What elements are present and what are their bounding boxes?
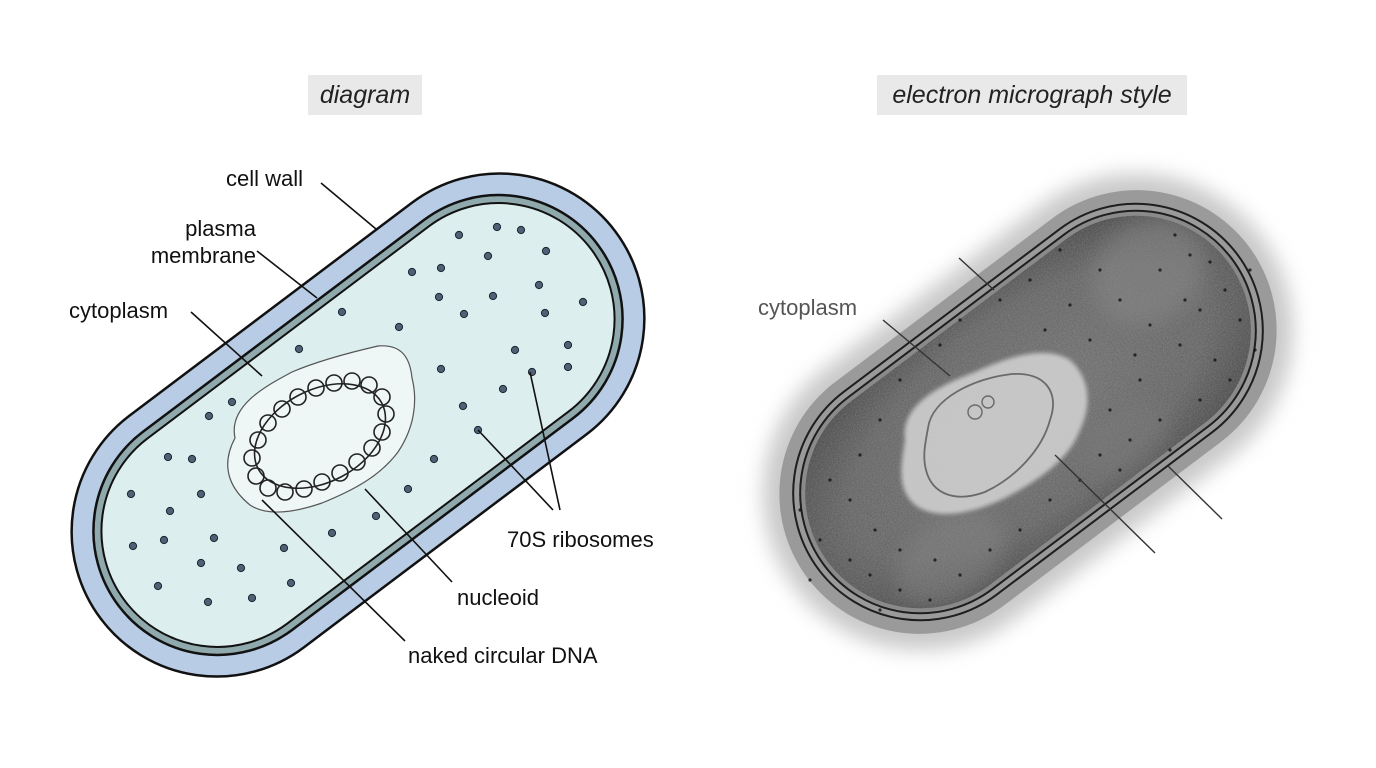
micrograph-dna-loops (967, 395, 995, 420)
nucleoid-region (227, 345, 416, 513)
micrograph-panel-title: electron micrograph style (877, 75, 1187, 115)
label-nucleoid: nucleoid (457, 585, 539, 610)
label-plasma-line2: membrane (150, 243, 256, 268)
label-plasma-membrane: plasma membrane (132, 215, 256, 269)
ribosomes (126, 222, 588, 607)
naked-circular-dna (243, 372, 395, 501)
label-cytoplasm: cytoplasm (69, 298, 169, 323)
diagram-panel-title: diagram (308, 75, 422, 115)
label-cytoplasm-micrograph: cytoplasm (758, 295, 858, 320)
label-cell-wall: cell wall (226, 166, 304, 191)
label-plasma-line1: plasma (185, 216, 256, 241)
label-naked-circular-dna: naked circular DNA (408, 643, 598, 668)
micrograph-ribosomes (798, 233, 1257, 612)
micrograph-nucleoid-region (901, 352, 1088, 514)
label-70s-ribosomes: 70S ribosomes (507, 527, 654, 552)
leader-lines-micrograph (882, 257, 1223, 554)
leader-lines-diagram (190, 182, 561, 642)
micrograph-dna-outline (923, 373, 1054, 498)
